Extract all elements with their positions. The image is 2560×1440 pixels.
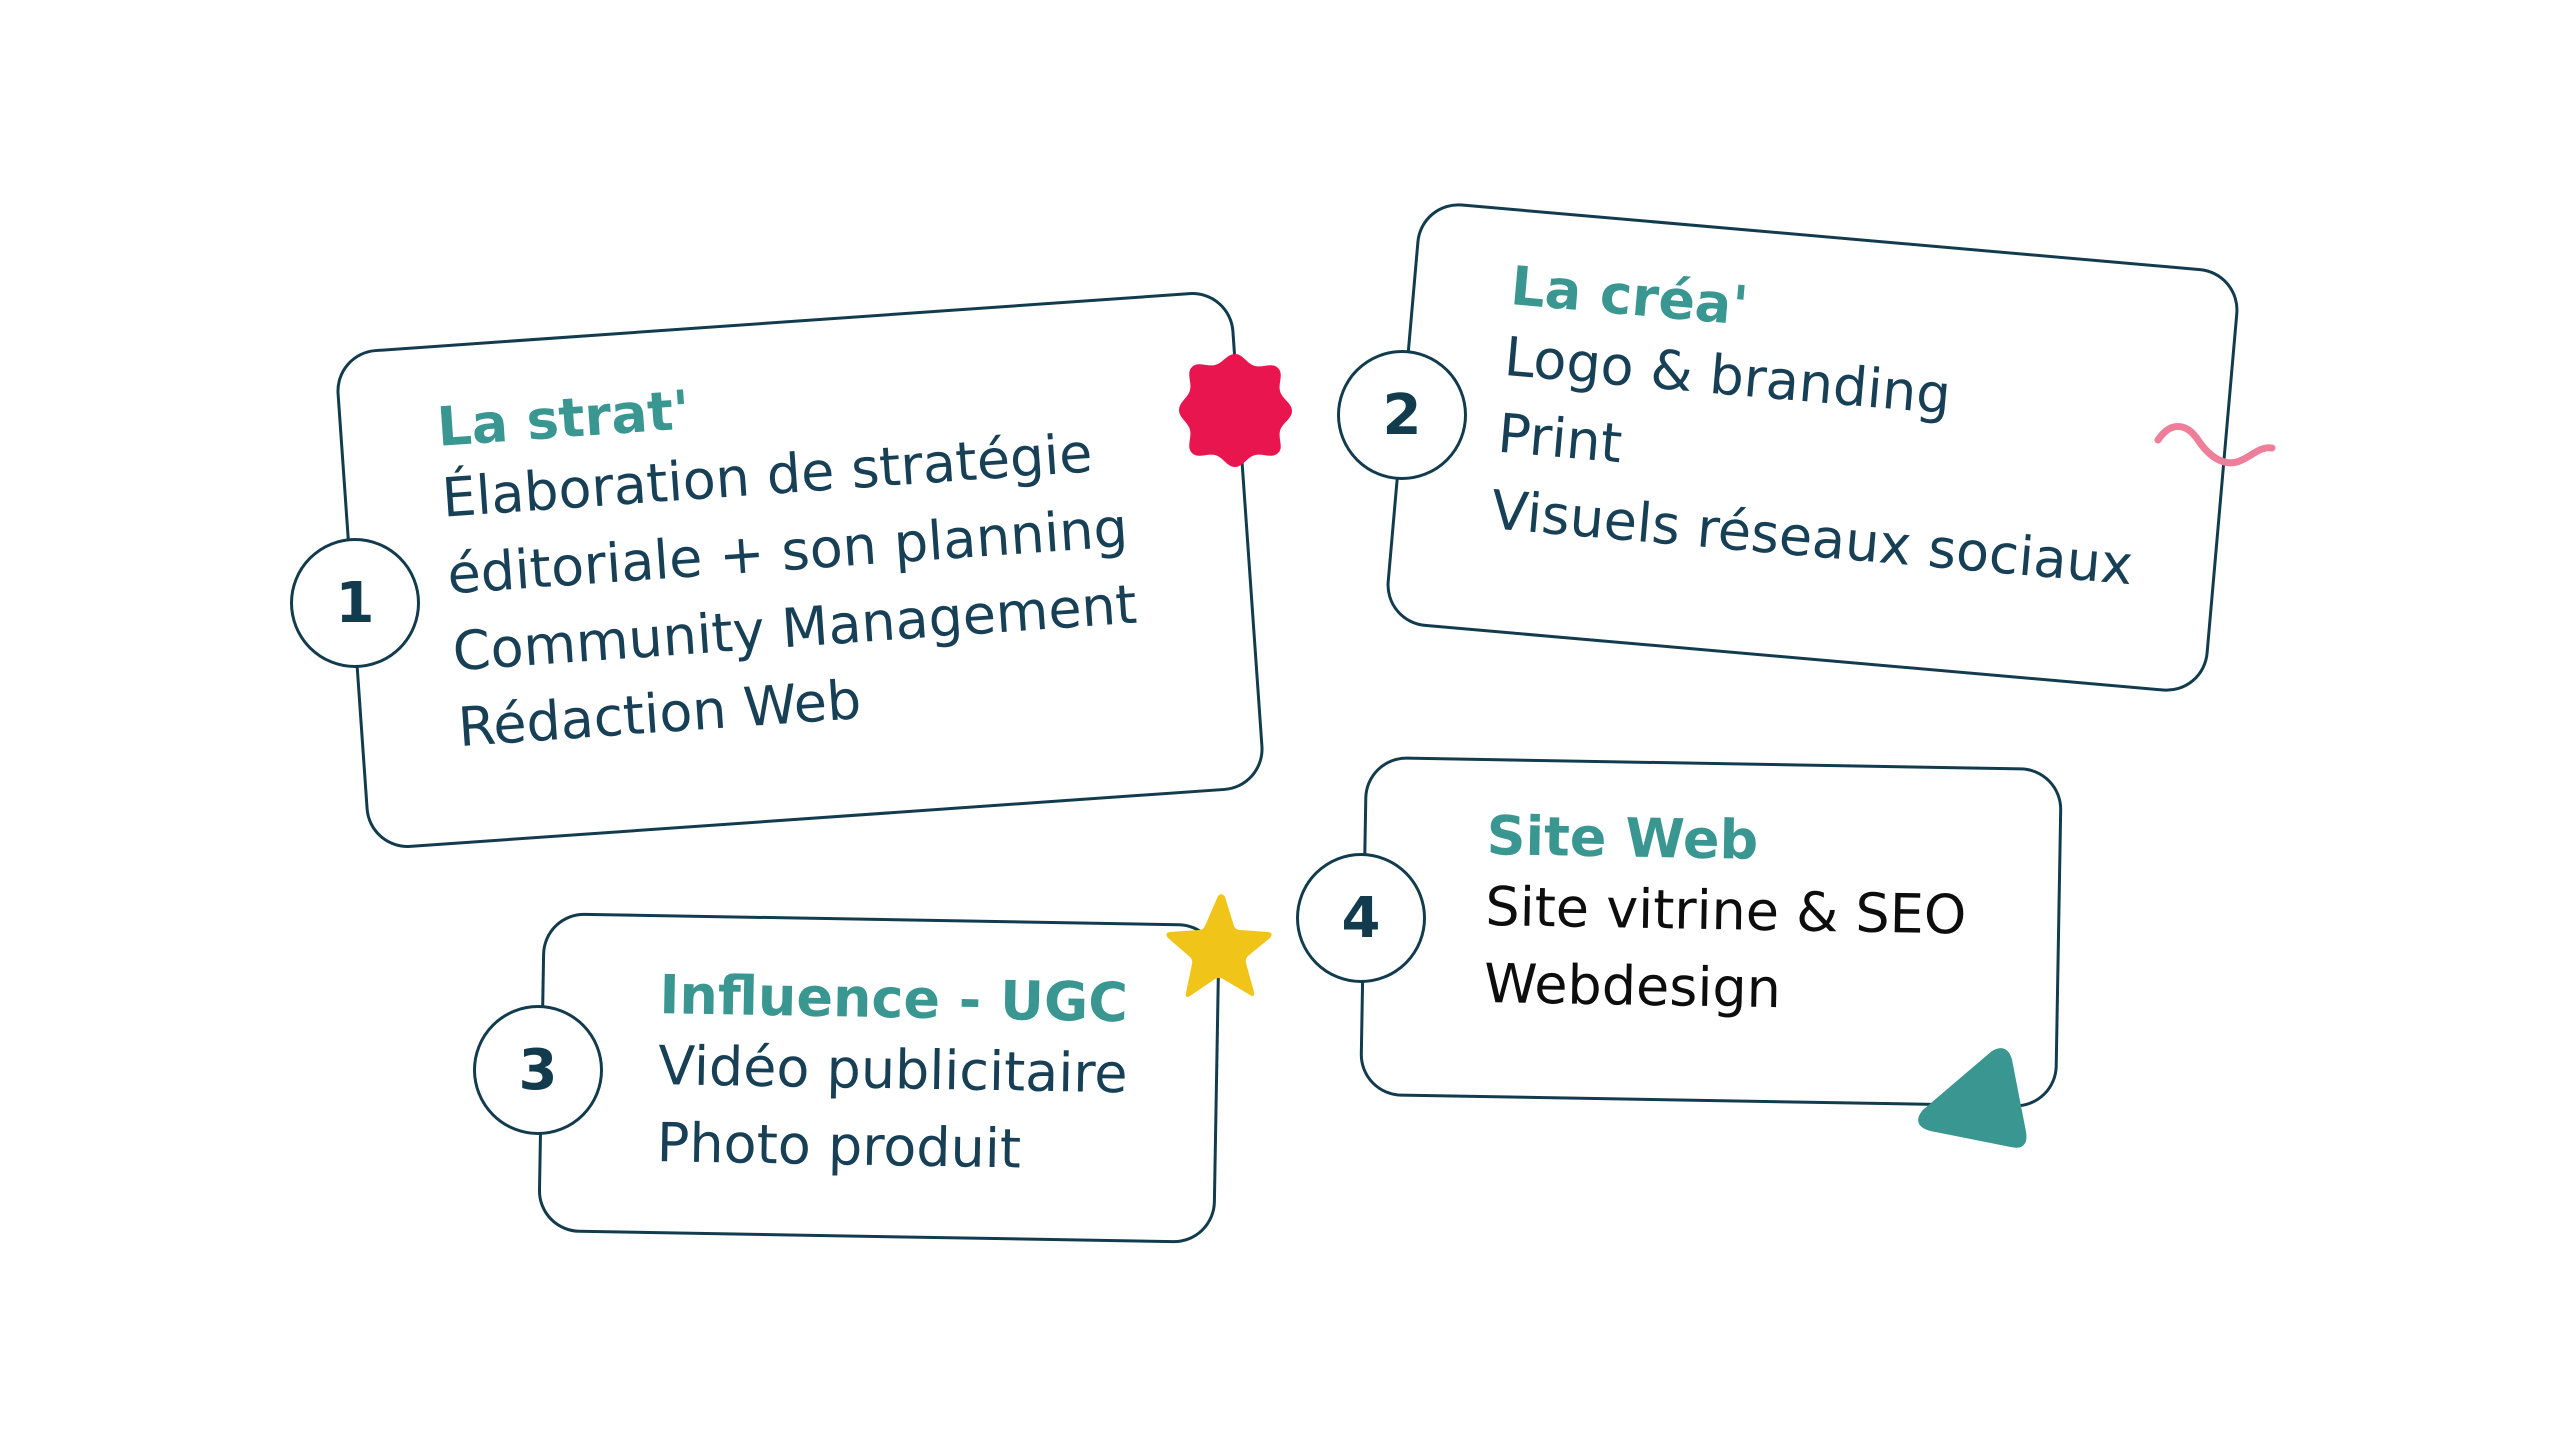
card-website-item: Site vitrine & SEO <box>1484 875 1967 947</box>
card-influence-content: Influence - UGC Vidéo publicitaire Photo… <box>656 963 1129 1190</box>
step-number-badge-2: 2 <box>1337 350 1467 480</box>
card-strategy: La strat' Élaboration de stratégie édito… <box>333 289 1267 851</box>
step-number-badge-3: 3 <box>473 1005 603 1135</box>
card-creation: La créa' Logo & branding Print Visuels r… <box>1383 199 2242 696</box>
card-website-title: Site Web <box>1486 804 1759 872</box>
card-website-content: Site Web Site vitrine & SEO Webdesign <box>1483 804 1968 1031</box>
yellow-star-icon <box>1166 894 1272 997</box>
step-number-badge-4: 4 <box>1296 853 1426 983</box>
teal-triangle-icon <box>1918 1048 2027 1148</box>
pink-wavy-blob-icon <box>1179 354 1292 467</box>
card-influence-item: Photo produit <box>656 1111 1022 1181</box>
card-creation-content: La créa' Logo & branding Print Visuels r… <box>1488 254 2155 604</box>
card-strategy-content: La strat' Élaboration de stratégie édito… <box>435 350 1145 767</box>
card-influence-item: Vidéo publicitaire <box>657 1034 1129 1106</box>
step-number-badge-1: 1 <box>290 538 420 668</box>
card-influence: Influence - UGC Vidéo publicitaire Photo… <box>537 912 1221 1244</box>
card-website-item: Webdesign <box>1483 952 1782 1021</box>
card-influence-title: Influence - UGC <box>658 963 1129 1035</box>
pink-squiggle-icon <box>2154 423 2276 467</box>
